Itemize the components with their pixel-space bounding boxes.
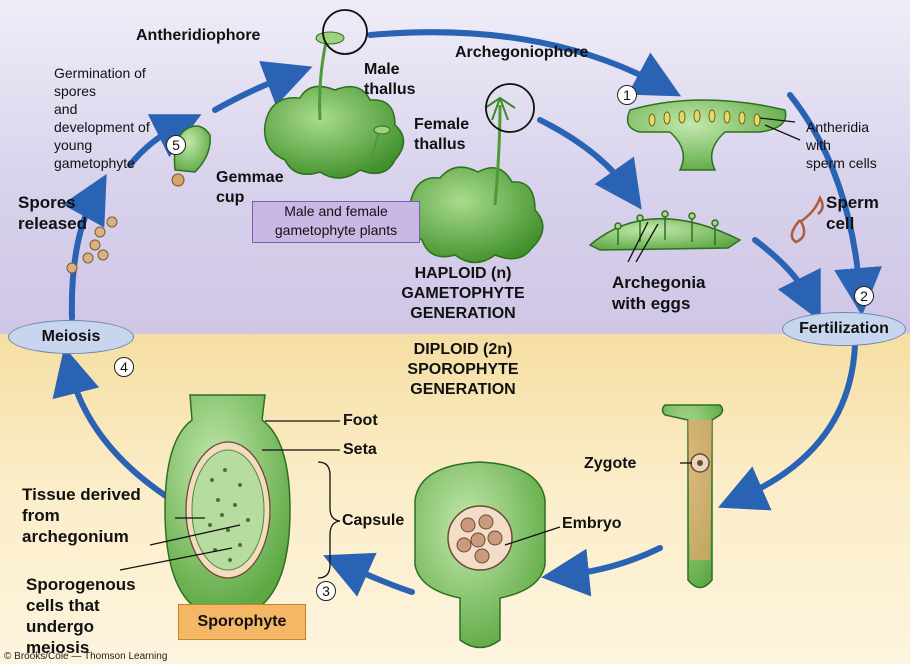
arrow-zygote-to-embryo <box>541 545 663 597</box>
label-embryo: Embryo <box>562 515 622 532</box>
label-female-thallus: Female thallus <box>414 115 469 155</box>
label-germination-line-6: gametophyte <box>54 155 135 171</box>
label-germination-line-3: and <box>54 101 78 117</box>
male-thallus-plant <box>263 9 405 179</box>
label-archegoniophore: Archegoniophore <box>455 44 589 61</box>
label-gemmae-cup: Gemmae cup <box>216 168 284 208</box>
label-spores-line-1: Spores <box>18 193 76 212</box>
label-sperm-line-2: cell <box>826 214 855 233</box>
label-tissue-derived: Tissue derived from archegonium <box>22 484 141 547</box>
label-sporogenous-cells: Sporogenous cells that undergo meiosis <box>26 574 136 658</box>
antheridia-section <box>626 99 801 171</box>
label-haploid-line-1: HAPLOID (n) <box>414 265 512 282</box>
arrow-fertilization-to-zygote <box>718 342 858 511</box>
sporophyte-box: Sporophyte <box>178 604 306 640</box>
label-germination: Germination of spores and development of… <box>54 64 150 172</box>
label-germination-line-2: spores <box>54 83 97 99</box>
step-2-marker: 2 <box>854 286 874 306</box>
haploid-region <box>0 0 910 334</box>
label-capsule: Capsule <box>342 512 405 529</box>
archegonia-section <box>588 210 742 263</box>
label-diploid-generation: DIPLOID (2n) SPOROPHYTE GENERATION <box>388 340 538 400</box>
label-sporogenous-line-3: undergo <box>26 617 94 636</box>
label-antheridiophore: Antheridiophore <box>136 27 261 44</box>
label-archegonia-line-2: with eggs <box>612 294 691 313</box>
label-antheridia-line-3: sperm cells <box>806 155 877 171</box>
step-3-marker: 3 <box>316 581 336 601</box>
label-antheridia-line-1: Antheridia <box>806 119 870 135</box>
zygote-structure <box>661 404 724 589</box>
label-germination-line-5: young <box>54 137 93 153</box>
label-sporogenous-line-4: meiosis <box>26 638 90 657</box>
label-foot: Foot <box>343 412 378 429</box>
copyright-notice: © Brooks/Cole — Thomson Learning <box>4 651 168 662</box>
arrow-archegonia-to-fertilization <box>752 237 821 322</box>
label-germination-line-1: Germination of <box>54 65 146 81</box>
label-diploid-line-1: DIPLOID (2n) <box>413 341 513 358</box>
arrow-germination-to-thallus <box>212 60 313 113</box>
label-tissue-line-3: archegonium <box>22 527 129 546</box>
label-archegonia-line-1: Archegonia <box>612 273 706 292</box>
cycle-arrows <box>52 29 882 597</box>
label-female-line-2: thallus <box>414 136 466 153</box>
label-male-thallus: Male thallus <box>364 60 416 100</box>
label-female-line-1: Female <box>414 116 470 133</box>
meiosis-oval: Meiosis <box>8 320 134 354</box>
label-spores-line-2: released <box>18 214 87 233</box>
label-gemmae-line-1: Gemmae <box>216 169 284 186</box>
label-gemmae-line-2: cup <box>216 189 245 206</box>
label-antheridia: Antheridia with sperm cells <box>806 118 877 172</box>
label-antheridia-line-2: with <box>806 137 831 153</box>
step-5-marker: 5 <box>166 135 186 155</box>
label-tissue-line-2: from <box>22 506 60 525</box>
label-diploid-line-3: GENERATION <box>410 381 516 398</box>
label-male-line-1: Male <box>364 61 400 78</box>
released-spores <box>66 216 118 274</box>
female-thallus-plant <box>406 83 544 264</box>
label-germination-line-4: development of <box>54 119 150 135</box>
arrow-meiosis-to-spores <box>62 174 107 321</box>
embryo-structure <box>414 461 561 649</box>
sporophyte-capsule <box>119 394 341 606</box>
gametophyte-plants-box: Male and female gametophyte plants <box>252 201 420 243</box>
label-sporogenous-line-1: Sporogenous <box>26 575 136 594</box>
label-haploid-line-3: GENERATION <box>410 305 516 322</box>
sperm-cell-shape <box>790 195 824 244</box>
label-spores-released: Spores released <box>18 192 87 234</box>
label-male-line-2: thallus <box>364 81 416 98</box>
arrow-spores-to-germination <box>127 114 202 168</box>
arrow-to-archegonia <box>537 117 642 210</box>
step-1-marker: 1 <box>617 85 637 105</box>
label-plants-line-1: Male and female <box>284 203 388 219</box>
label-tissue-line-1: Tissue derived <box>22 485 141 504</box>
label-haploid-generation: HAPLOID (n) GAMETOPHYTE GENERATION <box>388 264 538 324</box>
label-zygote: Zygote <box>584 455 637 472</box>
arrow-antheridia-to-fertilization <box>787 92 882 316</box>
arrow-embryo-to-sporophyte <box>323 552 415 597</box>
arrow-to-antheridia <box>367 29 682 97</box>
label-sperm-line-1: Sperm <box>826 193 879 212</box>
label-seta: Seta <box>343 441 377 458</box>
label-diploid-line-2: SPOROPHYTE <box>407 361 519 378</box>
step-4-marker: 4 <box>114 357 134 377</box>
fertilization-oval: Fertilization <box>782 312 906 346</box>
label-plants-line-2: gametophyte plants <box>274 222 398 238</box>
label-sperm-cell: Sperm cell <box>826 192 879 234</box>
label-haploid-line-2: GAMETOPHYTE <box>401 285 525 302</box>
label-archegonia: Archegonia with eggs <box>612 272 706 314</box>
arrow-sporophyte-to-meiosis <box>52 346 183 508</box>
label-sporogenous-line-2: cells that <box>26 596 100 615</box>
